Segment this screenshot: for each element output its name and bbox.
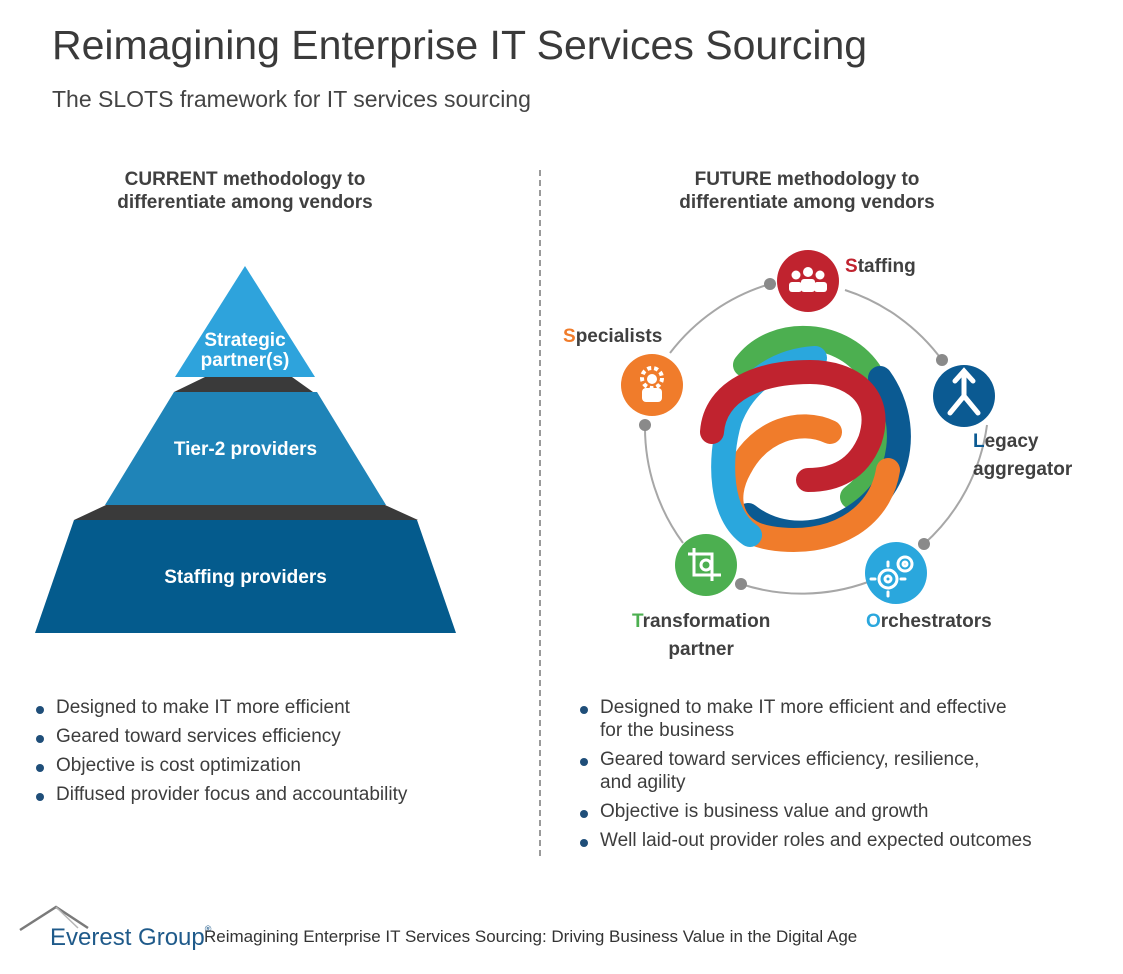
ring bbox=[643, 283, 988, 595]
tier-label-strategic-line1: Strategic bbox=[204, 330, 286, 351]
brand-text: Everest Group bbox=[50, 924, 205, 951]
page-title: Reimagining Enterprise IT Services Sourc… bbox=[52, 22, 868, 68]
transformation-node bbox=[675, 534, 737, 596]
role-initial: T bbox=[632, 611, 643, 632]
list-item: Objective is cost optimization bbox=[36, 754, 516, 777]
pyramid-tier-top bbox=[175, 266, 315, 377]
list-item: Diffused provider focus and accountabili… bbox=[36, 783, 516, 806]
current-heading: CURRENT methodology to differentiate amo… bbox=[70, 168, 420, 214]
role-label-specialists: Specialists bbox=[563, 323, 662, 351]
registered-mark: ® bbox=[204, 924, 212, 934]
future-heading: FUTURE methodology to differentiate amon… bbox=[632, 168, 982, 214]
list-item: Geared toward services efficiency, resil… bbox=[580, 748, 1110, 794]
role-initial: L bbox=[973, 431, 985, 452]
role-text: egacy bbox=[984, 431, 1039, 452]
role-text-line2: aggregator bbox=[973, 459, 1073, 480]
future-heading-line1: FUTURE methodology to bbox=[694, 169, 920, 190]
ring-dot bbox=[639, 419, 651, 431]
footer-caption: Reimagining Enterprise IT Services Sourc… bbox=[204, 927, 858, 946]
staffing-node bbox=[777, 250, 839, 312]
brand-name: Everest Group® bbox=[50, 924, 211, 952]
ring-dot bbox=[764, 278, 776, 290]
current-heading-line1: CURRENT methodology to bbox=[124, 169, 366, 190]
orchestrators-node bbox=[865, 542, 927, 604]
list-item: Designed to make IT more efficient and e… bbox=[580, 696, 1110, 742]
role-label-staffing: Staffing bbox=[845, 253, 916, 281]
role-text: rchestrators bbox=[880, 611, 992, 632]
interwoven-bands bbox=[700, 325, 911, 552]
ring-arc-3 bbox=[923, 424, 988, 545]
role-label-orchestrators: Orchestrators bbox=[866, 608, 992, 636]
ring-arc-4 bbox=[740, 581, 869, 595]
role-text-line2: partner bbox=[668, 639, 734, 660]
future-bullets: Designed to make IT more efficient and e… bbox=[580, 696, 1110, 858]
tier-label-strategic-line2: partner(s) bbox=[200, 350, 290, 371]
people-icon bbox=[789, 267, 827, 292]
ring-dot bbox=[735, 578, 747, 590]
tier-label-staffing: Staffing providers bbox=[164, 567, 327, 588]
ring-arc-5 bbox=[643, 424, 684, 544]
person-gear-icon bbox=[640, 366, 664, 402]
pyramid-gap-bottom bbox=[74, 505, 418, 520]
list-item-line1: Well laid-out provider roles and expecte… bbox=[600, 830, 1032, 851]
specialists-circle bbox=[621, 354, 683, 416]
tier-label-strategic: Strategic partner(s) bbox=[175, 331, 315, 371]
specialists-node bbox=[621, 354, 683, 416]
pyramid-tier-middle bbox=[105, 392, 386, 505]
current-bullets: Designed to make IT more efficient Geare… bbox=[36, 696, 516, 812]
merge-arrow-icon bbox=[947, 367, 981, 416]
ring-arc-2 bbox=[844, 289, 943, 361]
list-item-line1: Geared toward services efficiency, resil… bbox=[600, 749, 980, 770]
pyramid bbox=[35, 266, 456, 633]
crop-gear-icon bbox=[688, 548, 721, 581]
tier-label-tier2: Tier-2 providers bbox=[173, 439, 318, 460]
role-text: pecialists bbox=[575, 326, 663, 347]
transformation-circle bbox=[675, 534, 737, 596]
list-item: Designed to make IT more efficient bbox=[36, 696, 516, 719]
role-initial: S bbox=[563, 326, 576, 347]
gears-icon bbox=[869, 555, 914, 598]
role-text: taffing bbox=[857, 256, 916, 277]
ring-arc-1 bbox=[669, 283, 771, 354]
ring-dots bbox=[639, 278, 948, 590]
band-red bbox=[700, 359, 886, 492]
list-item-line1: Designed to make IT more efficient and e… bbox=[600, 697, 1007, 718]
footer: Everest Group® Reimagining Enterprise IT… bbox=[18, 900, 1018, 960]
future-heading-line2: differentiate among vendors bbox=[679, 192, 935, 213]
mountain-logo-icon bbox=[19, 905, 89, 932]
role-text: ransformation bbox=[642, 611, 771, 632]
pyramid-gap-top bbox=[174, 377, 313, 392]
list-item-line2: and agility bbox=[600, 772, 686, 793]
pyramid-tier-bottom bbox=[35, 520, 456, 633]
ring-dot bbox=[936, 354, 948, 366]
list-item: Geared toward services efficiency bbox=[36, 725, 516, 748]
list-item-line1: Objective is business value and growth bbox=[600, 801, 929, 822]
role-label-transformation: Transformation partner bbox=[632, 608, 770, 664]
list-item-line2: for the business bbox=[600, 720, 735, 741]
role-label-legacy: Legacy aggregator bbox=[973, 428, 1072, 484]
ring-dot bbox=[918, 538, 930, 550]
list-item: Objective is business value and growth bbox=[580, 800, 1110, 823]
role-initial: S bbox=[845, 256, 858, 277]
role-initial: O bbox=[866, 611, 881, 632]
legacy-node bbox=[933, 365, 995, 427]
column-divider bbox=[539, 170, 541, 856]
current-heading-line2: differentiate among vendors bbox=[117, 192, 373, 213]
list-item: Well laid-out provider roles and expecte… bbox=[580, 829, 1110, 852]
page-subtitle: The SLOTS framework for IT services sour… bbox=[52, 86, 531, 112]
